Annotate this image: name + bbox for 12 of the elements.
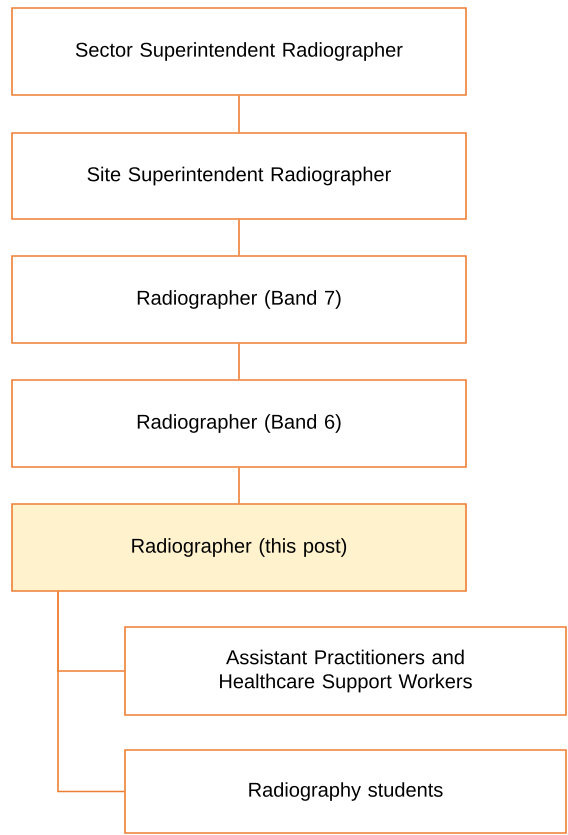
connector-line — [238, 220, 240, 256]
org-box: Radiographer (Band 7) — [11, 255, 467, 344]
org-box: Sector Superintendent Radiographer — [11, 7, 467, 96]
connector-line — [238, 96, 240, 132]
org-box: Radiography students — [124, 749, 567, 834]
connector-line — [57, 592, 124, 792]
org-box: Assistant Practitioners and Healthcare Support Workers — [124, 626, 567, 716]
connector-line — [238, 344, 240, 380]
connector-line — [238, 468, 240, 504]
org-box: Radiographer (this post) — [11, 503, 467, 592]
org-box: Site Superintendent Radiographer — [11, 132, 467, 220]
org-box: Radiographer (Band 6) — [11, 379, 467, 468]
